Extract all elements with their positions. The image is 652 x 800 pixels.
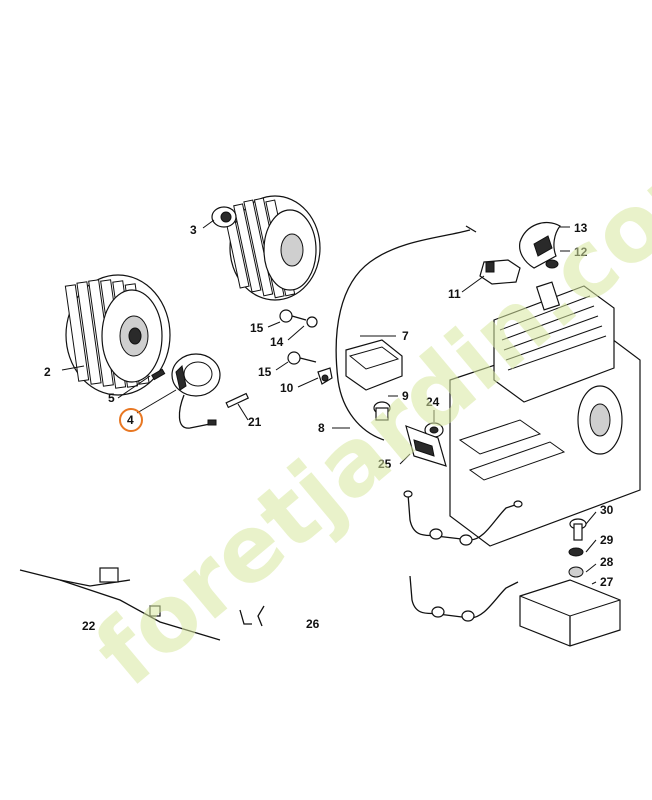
callout-14: 14 (270, 335, 284, 349)
callout-15-upper: 15 (250, 321, 264, 335)
screw-15-lower (287, 351, 317, 365)
callout-8: 8 (318, 421, 325, 435)
callout-25: 25 (378, 457, 392, 471)
callout-21: 21 (248, 415, 262, 429)
engine-block (449, 281, 641, 547)
callout-27: 27 (600, 575, 614, 589)
callout-10: 10 (280, 381, 294, 395)
screw-15-upper (279, 309, 318, 328)
clip-10 (317, 367, 333, 385)
callout-15-lower: 15 (258, 365, 272, 379)
callout-24: 24 (426, 395, 440, 409)
spacer-28 (568, 566, 584, 578)
part-12 (545, 259, 559, 269)
callout-5: 5 (108, 391, 115, 405)
highlight-ring-4 (119, 408, 143, 432)
switch-25 (405, 425, 447, 467)
part-13 (519, 221, 561, 269)
wire-harness-upper (403, 490, 523, 546)
callout-2: 2 (44, 365, 51, 379)
callout-3: 3 (190, 223, 197, 237)
callout-22: 22 (82, 619, 96, 633)
ignition-lead-8 (335, 225, 477, 441)
control-module-27 (519, 579, 621, 647)
nut-3 (211, 206, 237, 228)
leader-lines (61, 219, 597, 585)
callout-9: 9 (402, 389, 409, 403)
spark-plug-boot-9 (373, 401, 391, 421)
callout-13: 13 (574, 221, 588, 235)
callout-11: 11 (448, 287, 461, 301)
callout-4: 4 (127, 413, 134, 427)
key-5 (151, 368, 166, 381)
ignition-coil-4 (171, 353, 221, 429)
clips-26 (239, 605, 265, 627)
wire-harness-22 (19, 567, 221, 641)
callout-30: 30 (600, 503, 614, 517)
part-11 (479, 259, 521, 285)
wire-harness-lower (409, 575, 519, 622)
pin-21 (225, 392, 250, 409)
callout-12: 12 (574, 245, 588, 259)
callout-28: 28 (600, 555, 614, 569)
flywheel-rear (223, 195, 321, 301)
callout-26: 26 (306, 617, 320, 631)
callout-29: 29 (600, 533, 614, 547)
washer-29 (568, 547, 584, 557)
screw-30 (569, 518, 587, 541)
flywheel-front (64, 274, 171, 396)
callout-7: 7 (402, 329, 409, 343)
ignition-module-7 (345, 339, 403, 391)
callout-labels: 2 3 4 5 7 8 9 10 11 12 13 14 15 15 21 22… (44, 221, 614, 633)
